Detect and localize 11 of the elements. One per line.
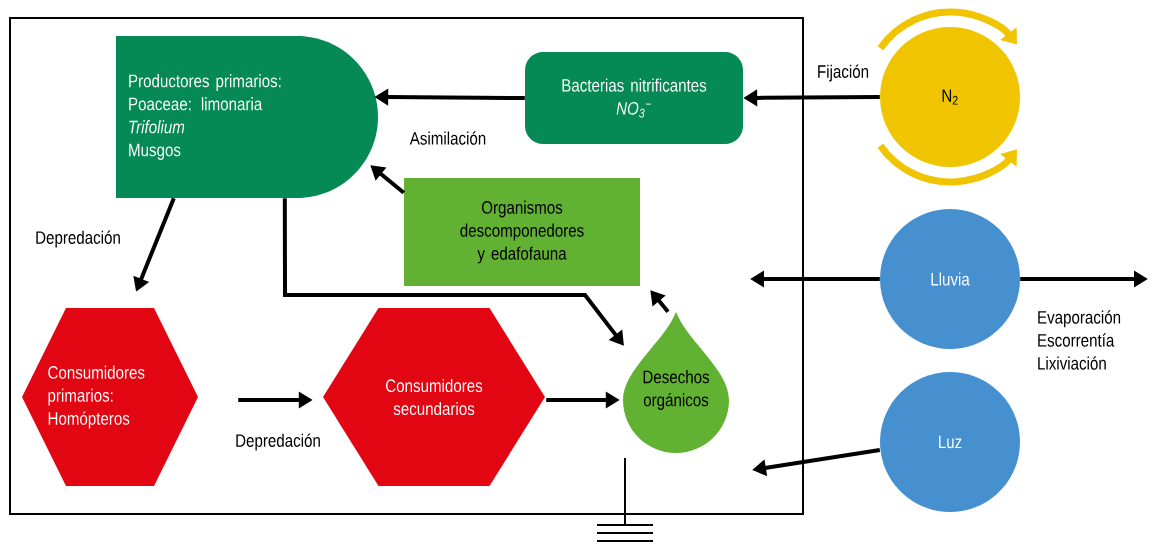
consumer-hexagon: Consumidores primarios: Homópteros [22,308,198,486]
edge-label: Asimilación [409,131,486,145]
ecosystem-frame [9,17,804,515]
edge-label: Depredación [236,433,320,451]
waste-drop: Desechos orgánicos [623,312,729,453]
process-list: Evaporación Escorrentía Lixiviación [1038,310,1121,370]
bacteria-box: Bacterias nitrificantes NO$_{3}$− [525,52,743,144]
edge-label: Fijación [818,64,869,82]
consumer-hexagon: Consumidores secundarios [323,308,545,486]
decomposer-box: Organismos descomponedores y edafofauna [404,178,640,286]
edge-label: Depredación [36,230,120,248]
